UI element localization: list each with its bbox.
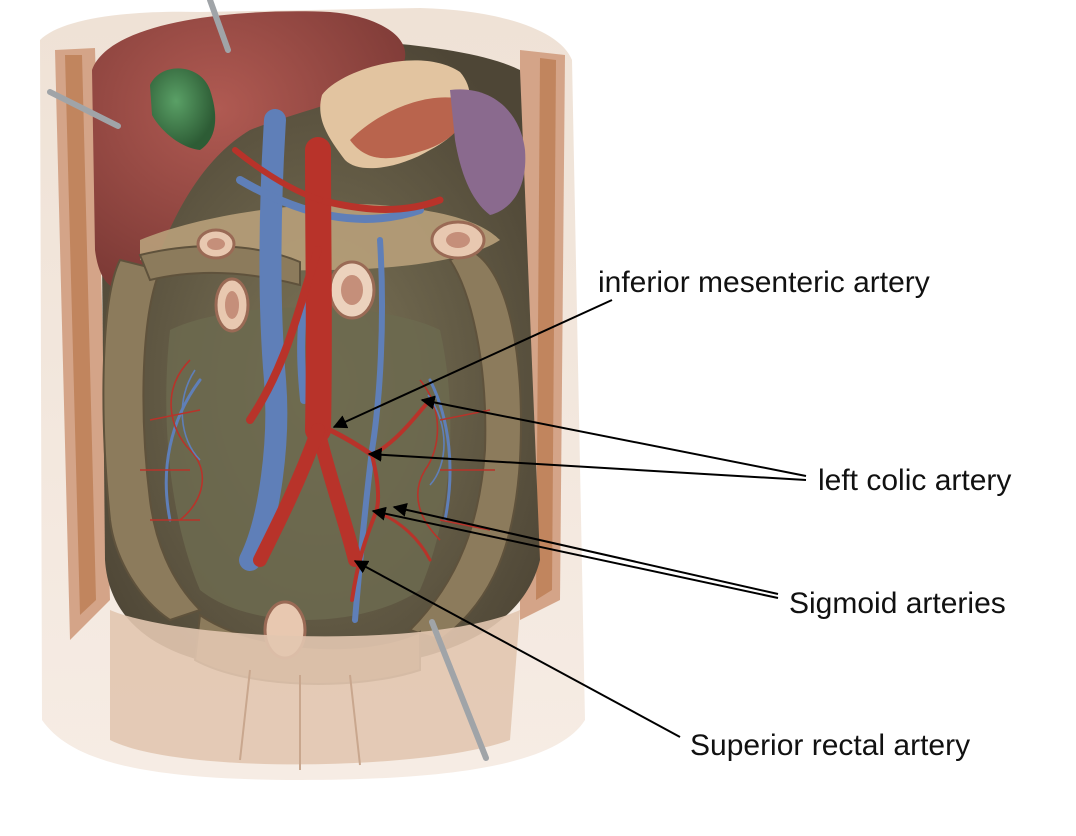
leader-ima xyxy=(332,299,613,429)
label-inferior-mesenteric-artery: inferior mesenteric artery xyxy=(598,266,930,299)
label-left-colic-artery: left colic artery xyxy=(818,464,1012,497)
superior-mesenteric xyxy=(246,246,322,424)
retractor-pins xyxy=(47,0,489,761)
spleen xyxy=(450,89,526,215)
leader-lines xyxy=(332,299,807,738)
aorta xyxy=(305,137,332,443)
right-common-iliac xyxy=(253,423,325,567)
celiac-branches xyxy=(316,196,444,213)
leader-lca-lower xyxy=(367,447,807,481)
leader-sig-upper xyxy=(392,502,779,595)
arcade-vessels xyxy=(140,359,495,541)
left-common-iliac xyxy=(311,423,362,567)
arteries xyxy=(232,137,444,602)
label-superior-rectal-artery: Superior rectal artery xyxy=(690,729,971,762)
stomach xyxy=(320,60,470,169)
leader-sra xyxy=(353,560,681,738)
gallbladder xyxy=(150,68,216,150)
pelvic-wall xyxy=(110,610,520,765)
label-sigmoid-arteries: Sigmoid arteries xyxy=(789,587,1006,620)
leader-sig-lower xyxy=(371,506,779,599)
leader-lca-upper xyxy=(420,395,807,477)
